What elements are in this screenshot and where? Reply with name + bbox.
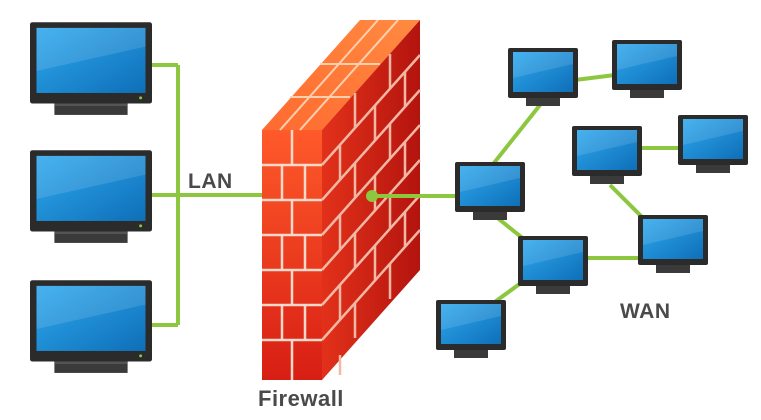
lan-label: LAN <box>188 170 233 193</box>
wan-computer-2 <box>612 40 682 98</box>
firewall-wall <box>262 19 421 380</box>
wan-computer-3 <box>572 126 642 184</box>
wan-computer-5 <box>455 162 525 220</box>
wan-computer-4 <box>678 115 748 173</box>
lan-computer-2 <box>30 150 152 243</box>
lan-computer-1 <box>30 22 152 115</box>
wan-label: WAN <box>620 300 671 323</box>
lan-computer-3 <box>30 280 152 373</box>
firewall-label: Firewall <box>258 386 344 411</box>
wan-computer-1 <box>508 48 578 106</box>
wan-computer-8 <box>436 300 506 358</box>
firewall-connection-dot <box>366 190 378 202</box>
wan-computer-6 <box>638 215 708 273</box>
wan-computer-7 <box>518 236 588 294</box>
lan-links <box>150 63 262 327</box>
